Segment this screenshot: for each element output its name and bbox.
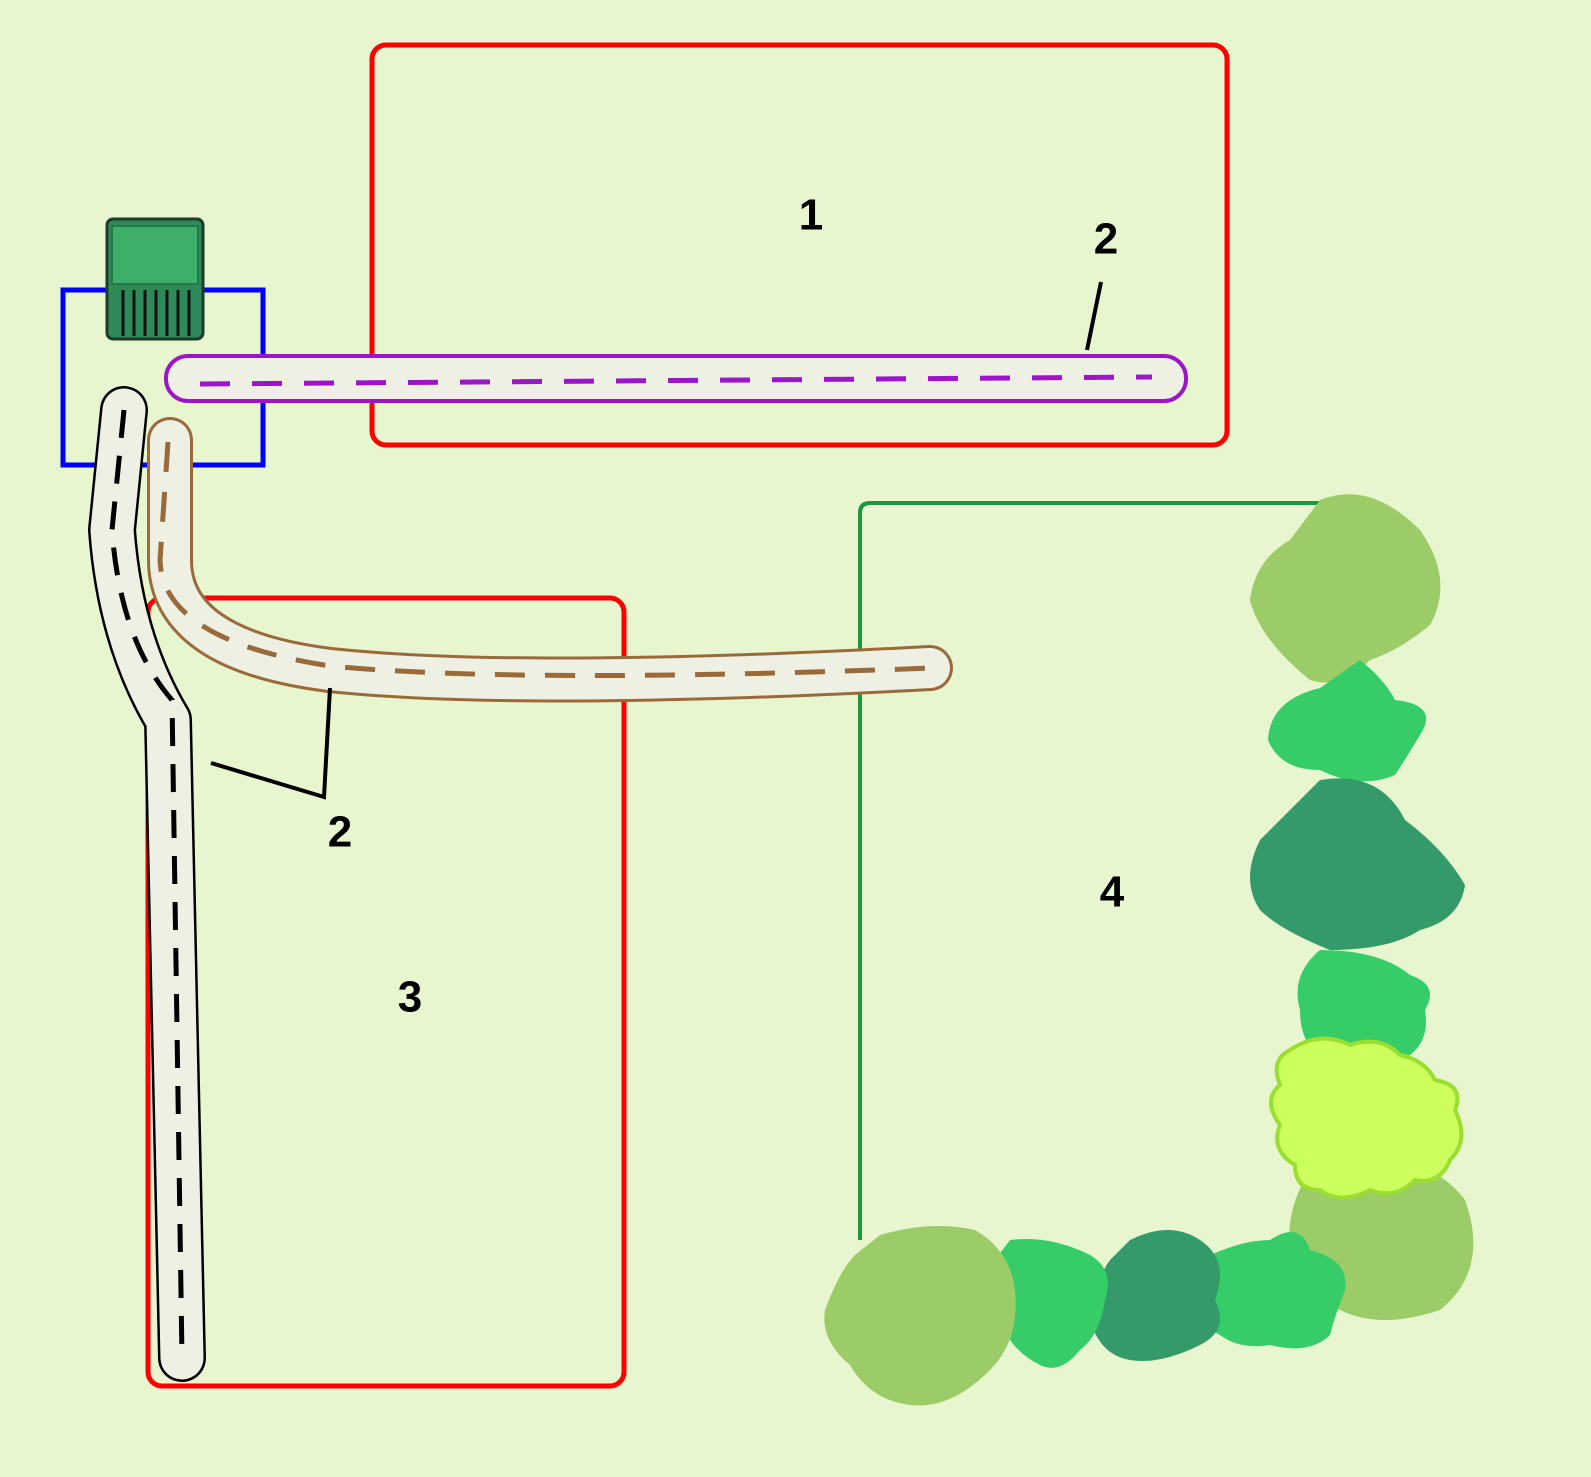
pipe-black bbox=[88, 386, 206, 1382]
shrub-icon bbox=[993, 1239, 1108, 1368]
shrub-icon bbox=[1250, 494, 1441, 683]
pipe-bottom-label: 2 bbox=[328, 808, 352, 857]
plot-4-label: 4 bbox=[1100, 868, 1125, 917]
plot-4-border bbox=[858, 501, 1330, 1240]
shrub-icon bbox=[1250, 778, 1465, 950]
shrub-icon bbox=[1185, 1232, 1346, 1349]
pipe-brown bbox=[147, 417, 953, 703]
shrub-icon bbox=[1268, 660, 1427, 782]
shrub-icon bbox=[1297, 950, 1430, 1062]
plot-3-label: 3 bbox=[398, 973, 422, 1022]
pipe-bottom-leader bbox=[210, 687, 332, 800]
pipe-top-label: 2 bbox=[1094, 215, 1118, 264]
plot-3-border bbox=[145, 595, 627, 1389]
pipe-purple bbox=[164, 354, 1188, 403]
pipe-top-leader bbox=[1085, 281, 1103, 351]
shrub-icon bbox=[1090, 1230, 1220, 1361]
water-tank-icon bbox=[105, 217, 205, 341]
shrub-icon bbox=[1269, 1036, 1464, 1200]
shrub-border bbox=[824, 494, 1474, 1406]
shrub-icon bbox=[824, 1226, 1016, 1406]
plot-1-border bbox=[369, 42, 1230, 448]
plot-1-label: 1 bbox=[799, 191, 823, 240]
